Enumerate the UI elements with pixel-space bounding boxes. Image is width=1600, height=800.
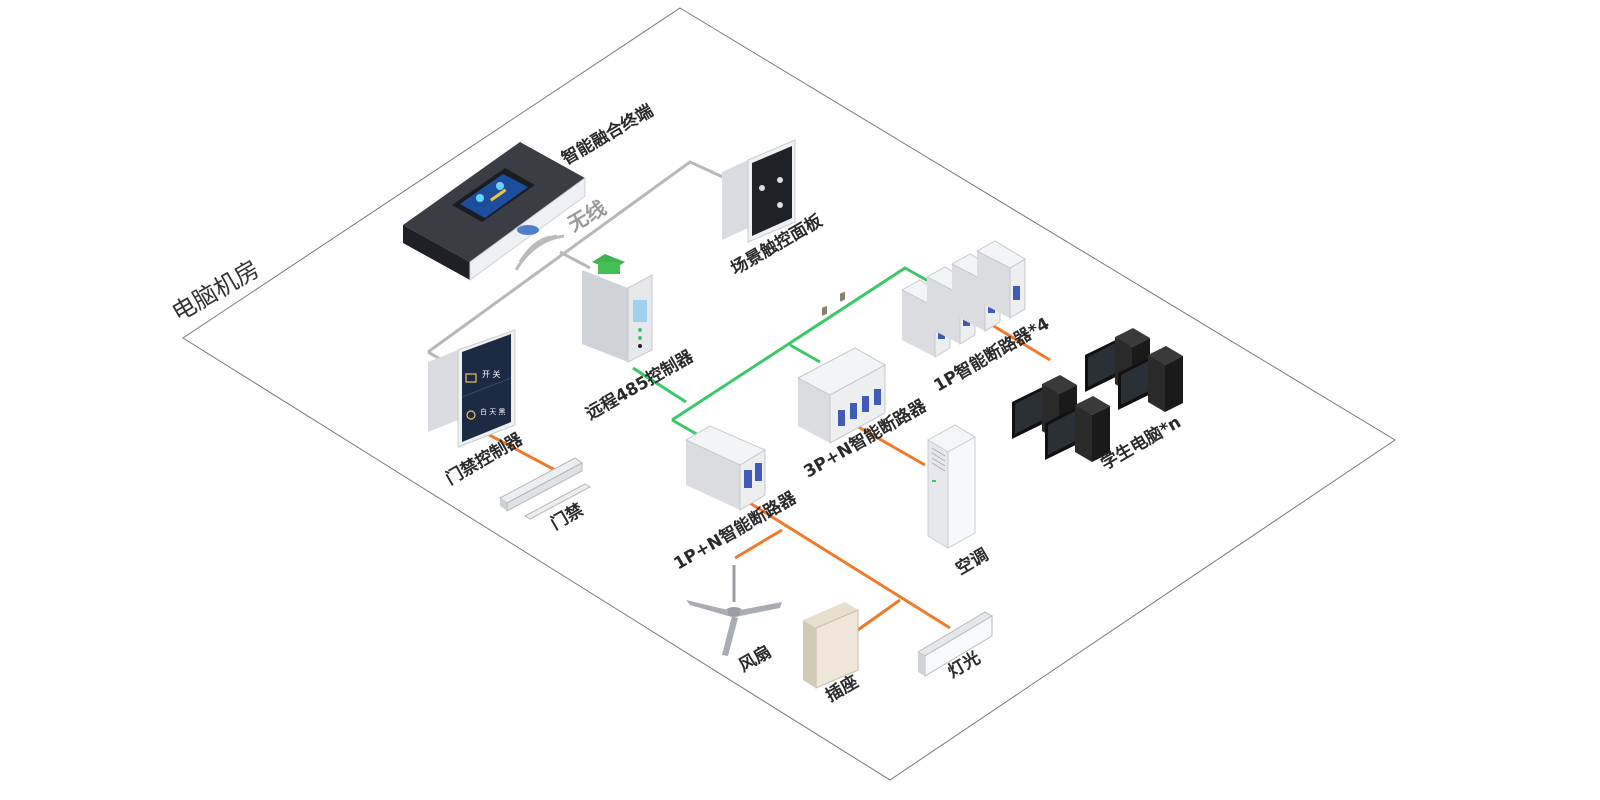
power-lines xyxy=(479,323,1051,634)
air-conditioner-label: 空调 xyxy=(952,544,992,579)
access-control-panel: 开 关 白 天 黑 xyxy=(428,329,516,448)
fan-label: 风扇 xyxy=(735,641,775,676)
rs485-to-1pn xyxy=(671,418,701,438)
breaker-1pn xyxy=(684,425,767,511)
data-line-panel xyxy=(427,160,726,354)
fusion-terminal xyxy=(403,142,586,281)
ceiling-fan xyxy=(686,565,782,656)
student-computers xyxy=(1012,328,1183,462)
student-pc-label: 学生电脑*n xyxy=(1097,412,1185,475)
door-controller-label: 门禁控制器 xyxy=(442,428,527,489)
rs485-bus xyxy=(671,266,931,422)
student-computer xyxy=(1045,396,1110,462)
power-socket xyxy=(854,598,901,634)
room-floor xyxy=(182,7,1396,781)
breaker-3pn xyxy=(796,347,887,444)
student-computer xyxy=(1118,346,1183,412)
rs485-lines xyxy=(632,266,931,438)
rs485-to-controller xyxy=(632,366,687,404)
wireless-icon xyxy=(514,234,565,271)
power-ac xyxy=(854,423,926,467)
breaker-1p-group xyxy=(900,240,1026,358)
remote-485-controller xyxy=(582,254,653,363)
rs485-to-3pn xyxy=(789,343,821,364)
door-panel-key2: 白 天 黑 xyxy=(480,407,505,416)
power-pc xyxy=(991,323,1051,362)
power-fan xyxy=(734,528,783,560)
air-conditioner xyxy=(927,424,976,549)
door-lock xyxy=(499,457,592,520)
remote-controller-label: 远程485控制器 xyxy=(582,345,698,424)
data-line-terminal xyxy=(559,250,591,270)
door-panel-key1: 开 关 xyxy=(482,369,501,379)
power-door-lock xyxy=(479,428,556,472)
wall-socket xyxy=(803,291,859,689)
power-main xyxy=(744,498,951,630)
breaker-1p xyxy=(975,240,1026,319)
fusion-terminal-label: 智能融合终端 xyxy=(558,100,657,169)
light-panel xyxy=(917,611,993,677)
scene-touch-panel xyxy=(722,139,796,243)
